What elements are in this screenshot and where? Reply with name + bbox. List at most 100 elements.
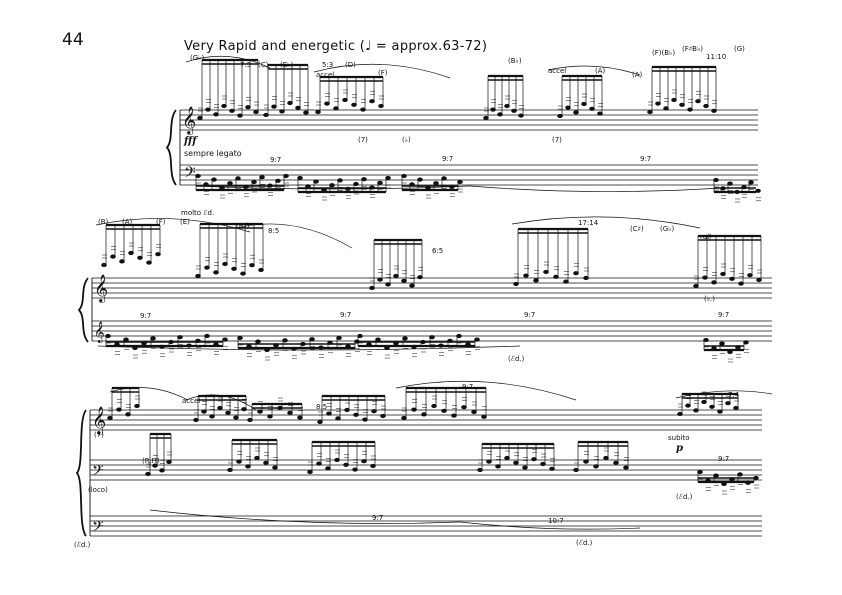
notehead (540, 461, 546, 467)
notehead (727, 181, 733, 186)
notehead (417, 177, 423, 182)
notehead (335, 416, 341, 421)
tempo-marking: Very Rapid and energetic (♩ = approx.63-… (184, 39, 488, 54)
notehead (421, 412, 427, 417)
notehead (116, 407, 122, 412)
note-name-label: (G♭) (660, 225, 675, 233)
notehead (495, 464, 501, 469)
notehead (316, 461, 322, 466)
notehead (709, 404, 715, 409)
notehead (563, 279, 569, 284)
notehead (647, 109, 653, 115)
notehead (401, 173, 407, 179)
notehead (329, 183, 335, 188)
notehead (380, 413, 386, 419)
slur (109, 387, 189, 401)
notehead (679, 102, 685, 107)
note-name-label: (B♭) (508, 57, 522, 65)
notehead (271, 104, 277, 109)
slur (185, 55, 271, 69)
notehead (369, 285, 375, 291)
notehead (748, 180, 754, 185)
notehead (557, 113, 563, 119)
note-name-label: (C♯) (630, 225, 644, 233)
notehead (511, 108, 517, 113)
notehead (231, 266, 237, 271)
notehead (441, 408, 447, 413)
notehead (385, 282, 391, 287)
notehead (603, 455, 609, 461)
slur (95, 218, 251, 233)
notehead (597, 111, 603, 116)
subito-marking: subito (668, 434, 690, 442)
notehead (137, 255, 143, 260)
notehead (317, 419, 323, 425)
notehead (756, 277, 762, 283)
notehead (474, 337, 480, 342)
notehead (613, 460, 619, 465)
notehead (377, 180, 383, 185)
notehead (401, 278, 407, 283)
notehead (195, 173, 201, 179)
clef-icon: 𝄞 (94, 322, 105, 343)
note-name-label: (7) (94, 431, 104, 439)
notehead (378, 103, 384, 109)
notehead (385, 175, 391, 181)
notehead (685, 403, 691, 408)
notehead (362, 417, 368, 422)
notehead (522, 465, 528, 470)
notehead (287, 100, 293, 106)
notehead (145, 471, 151, 477)
notehead (518, 113, 524, 118)
notehead (429, 335, 435, 340)
notehead (325, 466, 331, 471)
notehead (342, 97, 348, 103)
pedal-marking: (ℰd.) (74, 541, 91, 549)
slur (511, 216, 701, 229)
tuplet-label: 9:7 (270, 156, 282, 164)
note-name-label: (B♭) (236, 222, 250, 230)
notehead (297, 175, 303, 181)
notehead (134, 403, 140, 409)
notehead (655, 101, 661, 106)
notehead (623, 465, 629, 470)
notehead (523, 273, 529, 278)
notehead (211, 177, 217, 182)
notehead (241, 407, 247, 412)
notehead (753, 475, 759, 481)
notehead (334, 457, 340, 463)
note-name-label: (F) (378, 69, 388, 77)
tuplet-label: 7:5 (240, 61, 252, 69)
notehead (353, 412, 359, 417)
notehead (217, 405, 223, 411)
notehead (240, 271, 246, 276)
notehead (222, 261, 228, 267)
notehead (249, 263, 255, 268)
notehead (225, 410, 231, 415)
notehead (483, 115, 489, 121)
notehead (343, 462, 349, 467)
clef-icon: 𝄞 (92, 406, 106, 435)
page-number: 44 (62, 30, 84, 50)
note-name-label: (♭.) (704, 295, 715, 303)
notehead (361, 459, 367, 464)
clef-icon: 𝄢 (92, 518, 104, 539)
notehead (125, 412, 131, 417)
notehead (257, 409, 263, 414)
notehead (326, 411, 332, 416)
notehead (336, 335, 342, 341)
notehead (307, 469, 313, 475)
tuplet-label: 7:4 (728, 391, 740, 399)
notehead (677, 411, 683, 417)
notehead (733, 405, 739, 411)
notehead (128, 250, 134, 256)
notehead (105, 333, 111, 339)
slur (395, 380, 577, 401)
notehead (533, 278, 539, 283)
notehead (370, 463, 376, 469)
tuplet-label: 9:7 (718, 311, 730, 319)
note-name-label: (7) (552, 136, 562, 144)
notehead (461, 405, 467, 410)
clef-icon: 𝄢 (184, 164, 196, 185)
